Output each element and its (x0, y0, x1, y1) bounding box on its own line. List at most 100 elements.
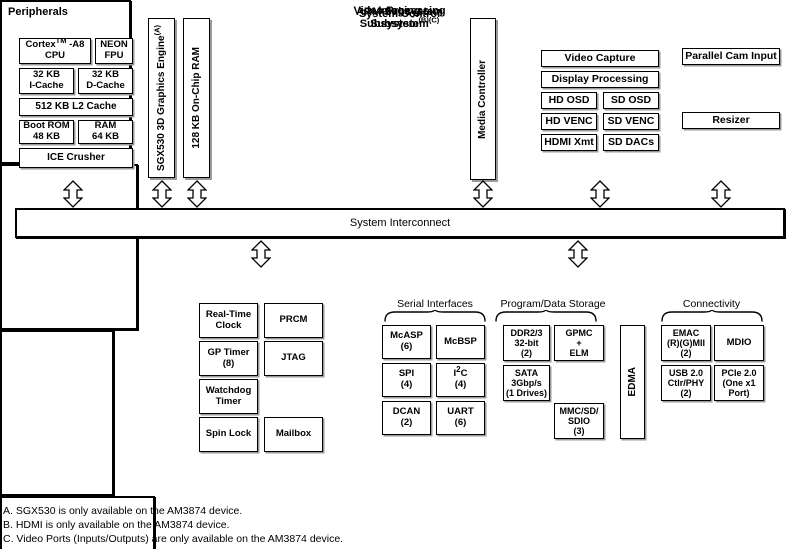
pcie-line1: PCIe 2.0 (721, 367, 757, 378)
peripherals-title: Peripherals (8, 6, 68, 18)
rtc-line1: Real-Time (205, 308, 252, 320)
gp-timer-line2: (8) (222, 357, 235, 369)
sata-label: SATA 3Gbp/s (1 Drives) (506, 368, 547, 398)
arrow-sgx530-to-interconnect (152, 180, 172, 208)
spi-line1: SPI (398, 368, 415, 380)
block-hdmi-xmt: HDMI Xmt (541, 134, 597, 151)
video-title-line1: Video Processing (353, 5, 446, 17)
uart-line2: (6) (454, 417, 467, 428)
block-sd-venc: SD VENC (603, 113, 659, 130)
watchdog-timer-label: Watchdog Timer (205, 384, 252, 407)
i2c-line2: (4) (454, 379, 467, 390)
block-cortex-a8-cpu: CortexTM -A8 CPU (19, 37, 91, 64)
mcasp-line1: McASP (390, 330, 423, 342)
uart-label: UART (6) (447, 407, 473, 428)
block-video-capture: Video Capture (541, 50, 659, 67)
block-gpmc-elm: GPMC + ELM (554, 325, 604, 361)
ddr-label: DDR2/3 32-bit (2) (510, 328, 542, 358)
boot-rom-label: Boot ROM 48 KB (23, 121, 69, 142)
arrow-media-controller-to-interconnect (473, 180, 493, 208)
fpu-text: FPU (104, 50, 124, 61)
ddr-line3: (2) (520, 348, 532, 359)
pcie-line3: Port) (728, 388, 750, 399)
dcan-line2: (2) (400, 417, 413, 428)
block-spi: SPI (4) (382, 363, 431, 397)
group-label-serial-interfaces: Serial Interfaces (397, 298, 473, 310)
cortex-text: Cortex (25, 39, 56, 51)
block-mailbox: Mailbox (264, 417, 323, 452)
rtc-line2: Clock (215, 319, 242, 331)
mmc-label: MMC/SD/ SDIO (3) (560, 406, 599, 436)
arrow-arm-to-interconnect (63, 180, 83, 208)
wdt-line1: Watchdog (205, 384, 252, 396)
ram-size: 64 KB (92, 131, 119, 142)
usb-line2: Ctlr/PHY (667, 377, 705, 388)
block-resizer: Resizer (682, 112, 780, 129)
arrow-interconnect-to-system-control (251, 240, 271, 268)
system-control-title: System Control (358, 8, 441, 20)
emac-line2: (R)(G)MII (667, 337, 705, 348)
sata-line1: SATA (514, 367, 539, 378)
media-controller-label: Media Controller (477, 59, 489, 139)
uart-line1: UART (447, 406, 474, 418)
block-pcie20: PCIe 2.0 (One x1 Port) (714, 365, 764, 401)
block-ram: RAM 64 KB (78, 120, 133, 144)
block-mcasp: McASP (6) (382, 325, 431, 359)
i-cache-label: 32 KB I-Cache (29, 70, 63, 91)
block-sata: SATA 3Gbp/s (1 Drives) (503, 365, 550, 401)
gpmc-line3: ELM (569, 348, 589, 359)
footnote-c: C. Video Ports (Inputs/Outputs) are only… (3, 532, 344, 545)
spi-label: SPI (4) (399, 369, 414, 390)
cortex-a8-label: CortexTM -A8 CPU (25, 37, 85, 61)
sgx530-text: SGX530 3D Graphics Engine (155, 35, 167, 172)
d-cache-name: D-Cache (86, 80, 125, 91)
wdt-line2: Timer (215, 395, 242, 407)
mcasp-label: McASP (6) (390, 331, 423, 352)
pcie-line2: (One x1 (722, 377, 756, 388)
footnote-a: A. SGX530 is only available on the AM387… (3, 505, 243, 517)
brace-program-data-storage (495, 310, 597, 322)
ram-label: RAM 64 KB (92, 121, 119, 142)
video-processing-subsystem-container: Video Processing Subsystem(B)(C) (0, 5, 446, 330)
boot-rom-size: 48 KB (33, 131, 60, 142)
imaging-title-line2: Subsystem (370, 17, 429, 30)
block-gp-timer: GP Timer (8) (199, 341, 258, 376)
block-uart: UART (6) (436, 401, 485, 435)
trademark-sup: TM (55, 36, 67, 46)
gp-timer-label: GP Timer (8) (208, 347, 250, 369)
block-jtag: JTAG (264, 341, 323, 376)
block-sd-osd: SD OSD (603, 92, 659, 109)
gpmc-label: GPMC + ELM (566, 328, 593, 358)
emac-line1: EMAC (672, 327, 700, 338)
brace-connectivity (661, 310, 763, 322)
d-cache-size: 32 KB (92, 69, 119, 81)
block-sd-dacs: SD DACs (603, 134, 659, 151)
block-ddr2-3: DDR2/3 32-bit (2) (503, 325, 550, 361)
ddr-line2: 32-bit (514, 337, 539, 348)
arrow-video-subsystem-to-interconnect (590, 180, 610, 208)
block-mcbsp: McBSP (436, 325, 485, 359)
video-subsystem-title: Video Processing Subsystem(B)(C) (0, 5, 799, 30)
arrow-interconnect-to-peripherals (568, 240, 588, 268)
imaging-subsystem-title: Imaging Subsystem (0, 5, 799, 30)
block-i2c: I2C (4) (436, 363, 485, 397)
block-parallel-cam-input: Parallel Cam Input (682, 48, 780, 65)
arrow-onchip-ram-to-interconnect (187, 180, 207, 208)
spi-line2: (4) (400, 379, 413, 390)
real-time-clock-label: Real-Time Clock (205, 308, 252, 331)
neon-fpu-label: NEON FPU (100, 40, 127, 61)
block-mmc-sd-sdio: MMC/SD/ SDIO (3) (554, 403, 604, 439)
block-onchip-ram: 128 KB On-Chip RAM (183, 18, 210, 178)
block-prcm: PRCM (264, 303, 323, 338)
block-media-controller: Media Controller (470, 18, 496, 180)
block-boot-rom: Boot ROM 48 KB (19, 120, 74, 144)
gpmc-line2: + (576, 337, 582, 348)
block-watchdog-timer: Watchdog Timer (199, 379, 258, 414)
system-control-container: System Control (0, 8, 440, 549)
imaging-subsystem-container: Imaging Subsystem (0, 5, 429, 496)
a8-text: -A8 (66, 39, 85, 51)
footnotes: A. SGX530 is only available on the AM387… (3, 505, 343, 547)
block-l2-cache: 512 KB L2 Cache (19, 98, 133, 116)
block-dcan: DCAN (2) (382, 401, 431, 435)
imaging-title-line1: Imaging (378, 5, 421, 17)
